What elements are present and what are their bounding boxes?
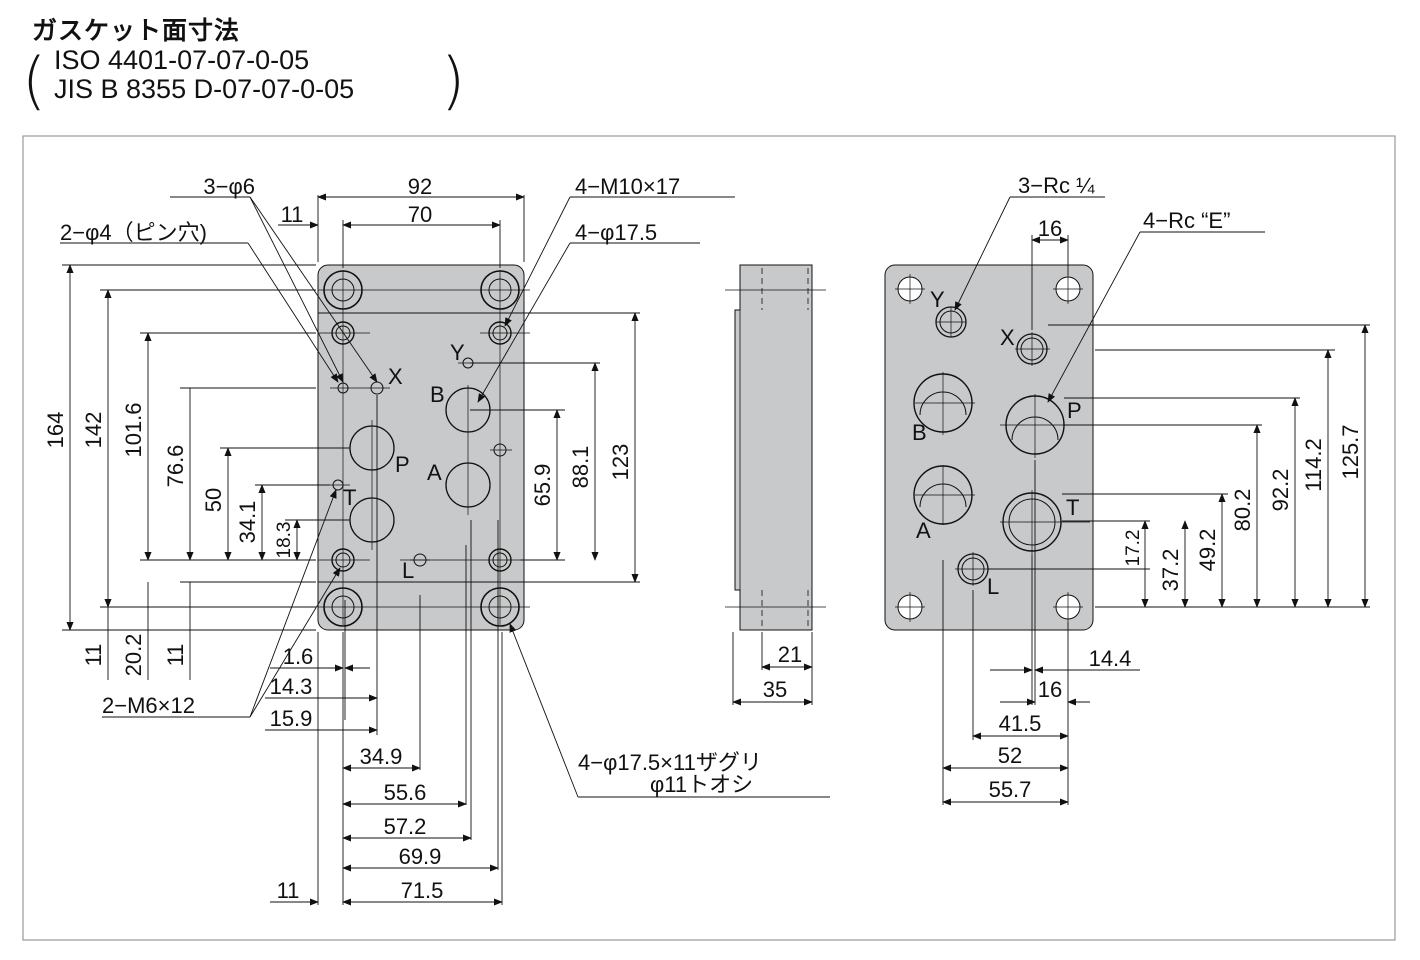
dim-41-5: 41.5 [999, 711, 1042, 736]
port-label-t: T [343, 485, 356, 510]
callout-rc-e: 4−Rc “E” [1143, 208, 1230, 233]
back-port-label-p: P [1067, 398, 1082, 423]
dim-114-2: 114.2 [1301, 438, 1326, 491]
dim-65-9: 65.9 [530, 464, 555, 507]
close-parenthesis: ) [441, 44, 466, 117]
open-parenthesis: ( [22, 44, 47, 117]
dim-50: 50 [201, 488, 226, 512]
side-view [725, 264, 826, 706]
drawing-frame [22, 135, 1396, 941]
iso-standard: ISO 4401-07-07-0-05 [54, 45, 310, 75]
dim-bottom-offset-11: 11 [277, 878, 300, 903]
back-port-label-t: T [1066, 495, 1079, 520]
side-plate [734, 264, 813, 631]
dim-34-1: 34.1 [235, 501, 260, 544]
port-label-x: X [388, 364, 403, 389]
back-view [884, 264, 1094, 631]
callout-counterbore-line1: 4−φ17.5×11ザグリ [578, 750, 762, 775]
callout-m6-holes: 2−M6×12 [102, 693, 195, 718]
back-port-label-y: Y [930, 287, 945, 312]
callout-holes-6: 3−φ6 [203, 174, 255, 199]
port-label-a: A [427, 460, 442, 485]
dim-92-2: 92.2 [1268, 469, 1293, 512]
dim-52: 52 [998, 743, 1022, 768]
dim-offset-top: 11 [281, 202, 304, 227]
dim-37-2: 37.2 [1158, 549, 1183, 592]
dim-80-2: 80.2 [1230, 489, 1255, 532]
dim-125-7: 125.7 [1338, 424, 1363, 479]
dim-69-9: 69.9 [399, 844, 442, 869]
dim-side-35: 35 [763, 677, 787, 702]
back-port-label-b: B [912, 420, 927, 445]
callout-tapped-holes: 4−M10×17 [575, 174, 680, 199]
callout-counterbore-line2: φ11トオシ [650, 772, 753, 797]
dim-71-5: 71.5 [401, 878, 444, 903]
jis-standard: JIS B 8355 D-07-07-0-05 [54, 74, 355, 104]
dim-back-16-bottom: 16 [1038, 677, 1062, 702]
port-label-b: B [430, 382, 445, 407]
dim-14-4: 14.4 [1089, 646, 1132, 671]
dim-55-6: 55.6 [384, 780, 427, 805]
dim-1-6: 1.6 [283, 644, 314, 669]
dim-20-2: 20.2 [121, 634, 146, 677]
callout-pin-holes: 2−φ4（ピン穴) [60, 220, 207, 245]
callout-counterbore-top: 4−φ17.5 [575, 220, 657, 245]
back-plate [884, 264, 1094, 631]
back-port-label-a: A [916, 518, 931, 543]
dim-76-6: 76.6 [163, 445, 188, 488]
dim-overall-width: 92 [408, 174, 432, 199]
dim-17-2: 17.2 [1123, 530, 1144, 567]
dim-18-3: 18.3 [274, 522, 295, 559]
port-label-y: Y [450, 340, 465, 365]
back-port-label-x: X [1000, 325, 1015, 350]
heading: ガスケット面寸法 ISO 4401-07-07-0-05 JIS B 8355 … [32, 16, 354, 104]
callout-rc-quarter: 3−Rc ¼ [1018, 173, 1095, 198]
dim-15-9: 15.9 [270, 706, 313, 731]
dim-55-7: 55.7 [989, 777, 1032, 802]
dim-57-2: 57.2 [384, 814, 427, 839]
dim-back-16-top: 16 [1038, 216, 1062, 241]
dim-123: 123 [608, 444, 633, 481]
dim-164: 164 [43, 412, 68, 449]
dim-34-9: 34.9 [360, 744, 403, 769]
dim-side-21: 21 [778, 642, 802, 667]
port-label-l: L [402, 558, 414, 583]
dim-inner-width: 70 [408, 202, 432, 227]
dim-88-1: 88.1 [568, 446, 593, 489]
dim-49-2: 49.2 [1195, 529, 1220, 572]
port-label-p: P [395, 452, 410, 477]
dim-14-3: 14.3 [270, 674, 313, 699]
dim-101-6: 101.6 [121, 402, 146, 457]
page-title: ガスケット面寸法 [32, 16, 241, 45]
dim-bottom-11-right: 11 [163, 644, 188, 667]
dim-142: 142 [81, 412, 106, 449]
back-port-label-l: L [987, 574, 999, 599]
front-view [317, 264, 530, 631]
front-plate [317, 264, 525, 631]
dim-bottom-11-left: 11 [81, 644, 106, 667]
